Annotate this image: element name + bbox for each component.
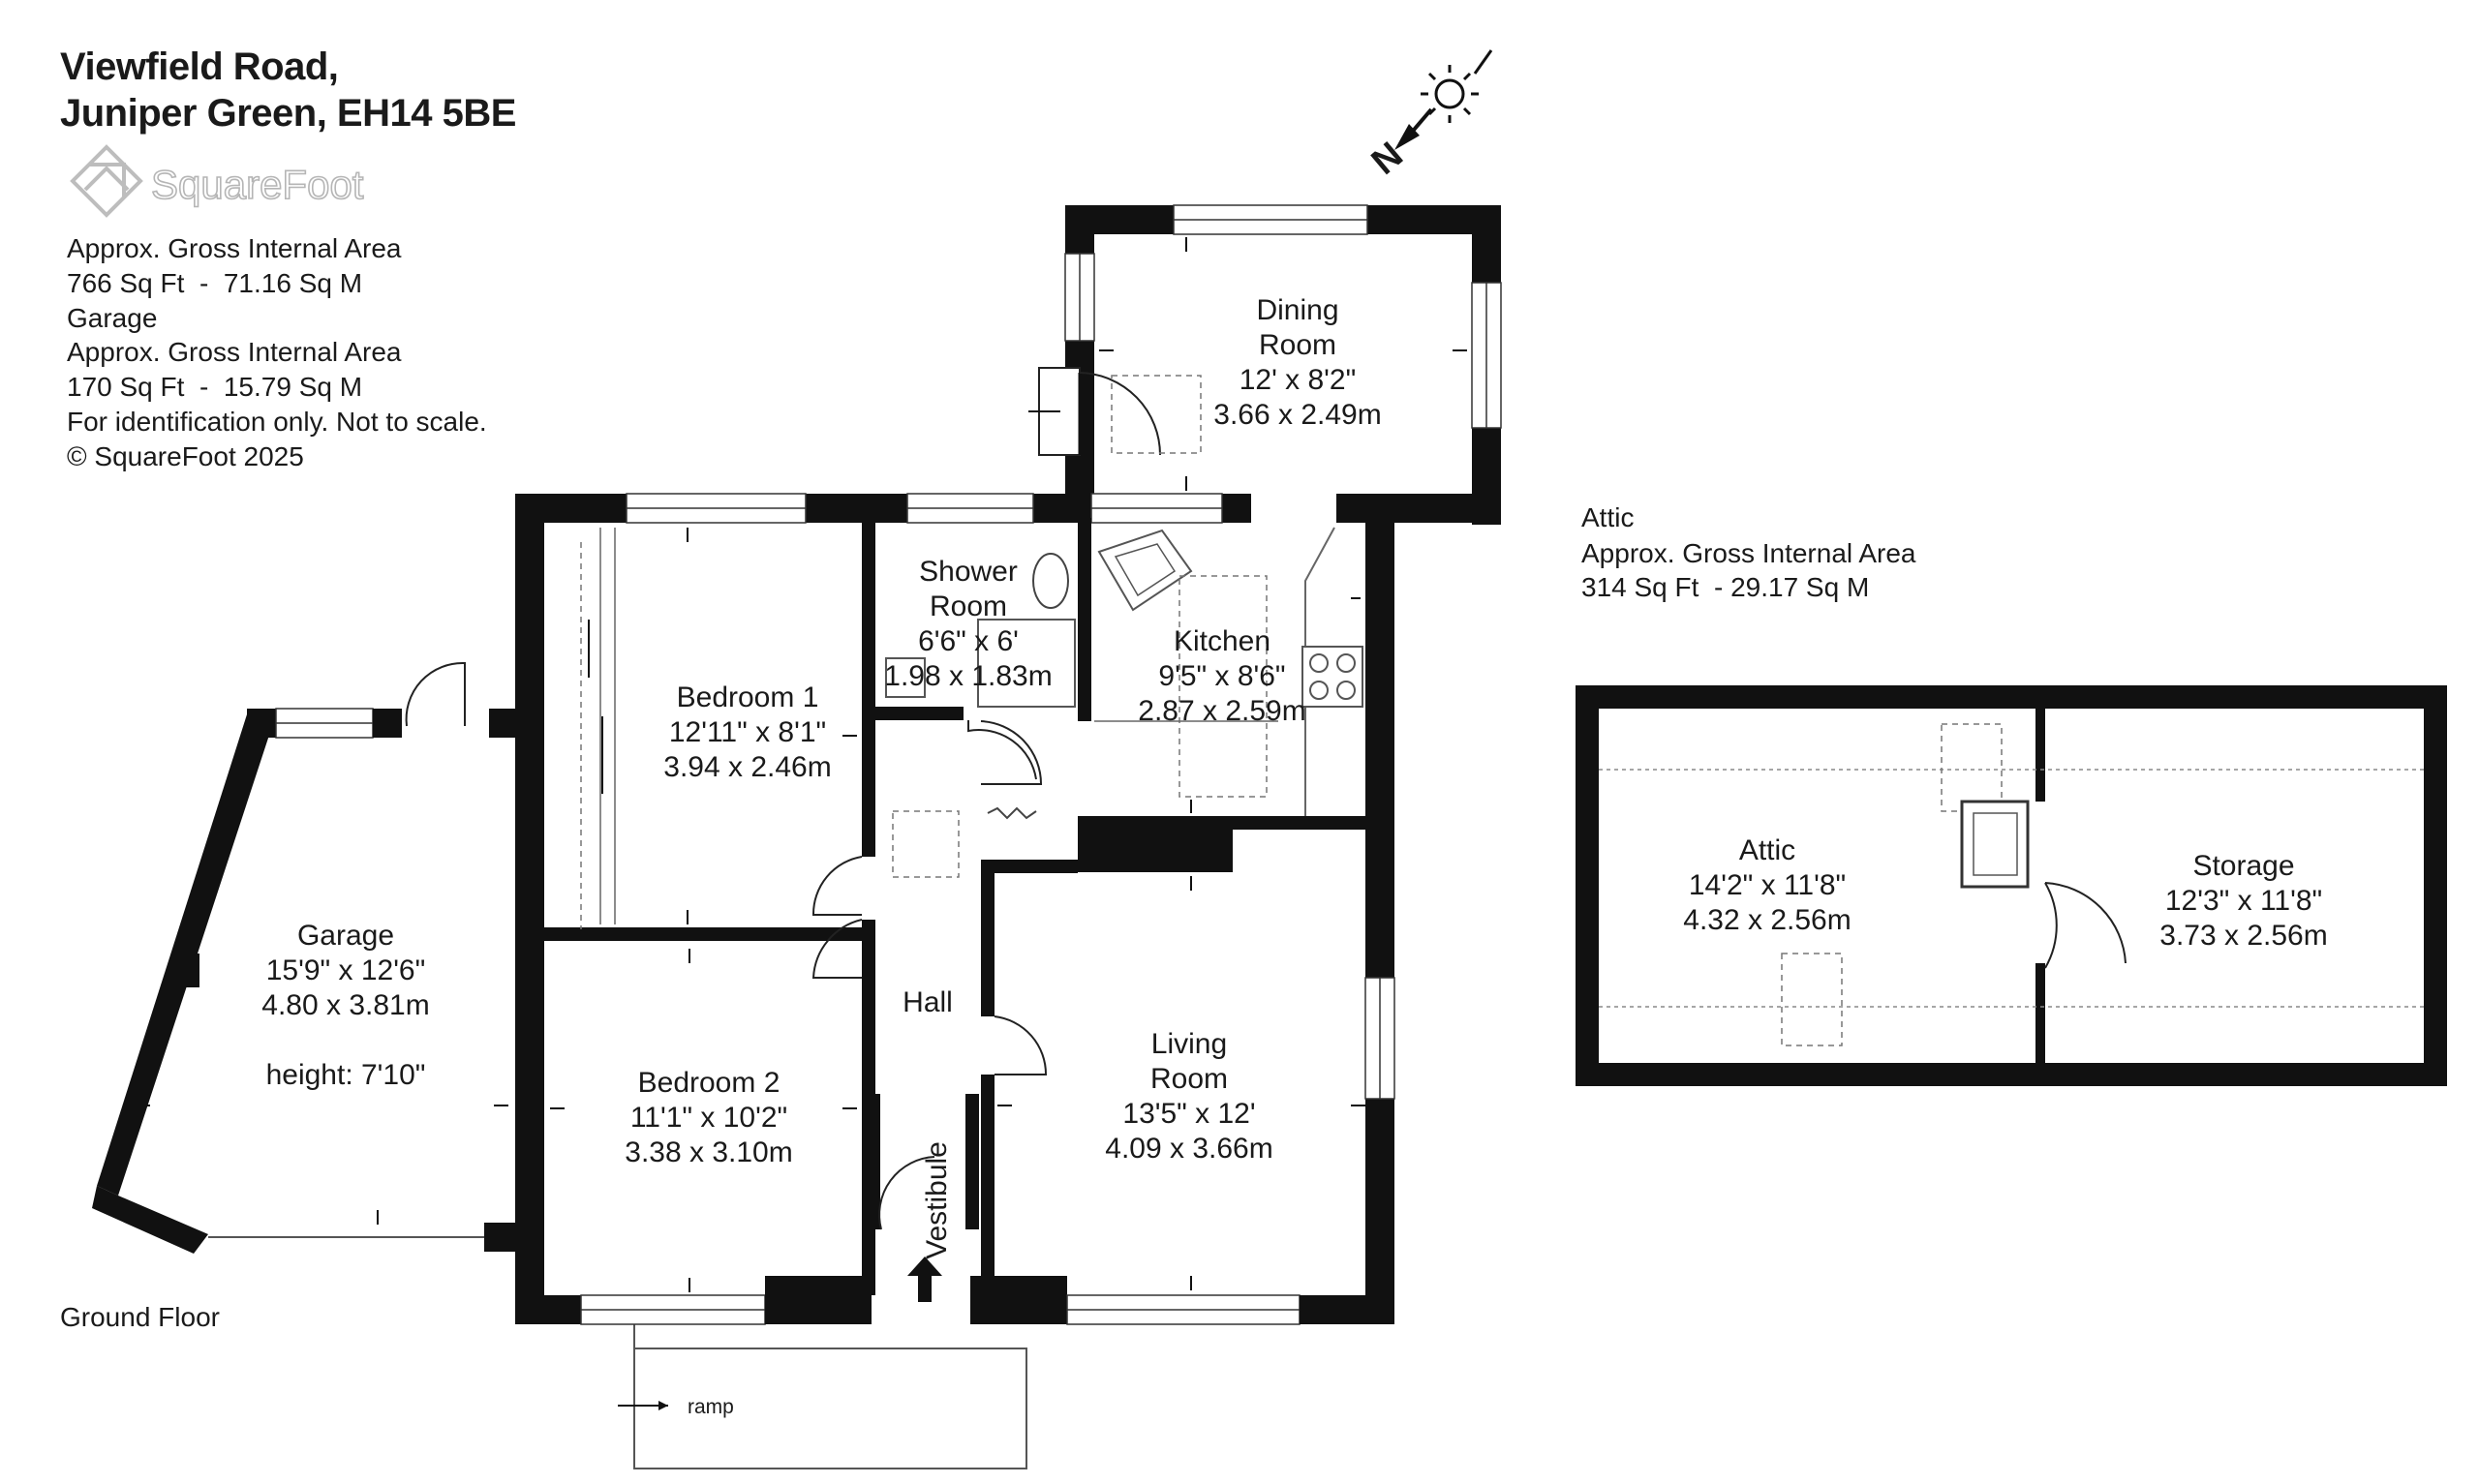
room-dimension-metric: 2.87 x 2.59m: [1138, 695, 1305, 727]
room-name: Kitchen: [1174, 625, 1270, 657]
address-line-2: Juniper Green, EH14 5BE: [60, 92, 516, 135]
room-dimension-metric: 4.80 x 3.81m: [261, 989, 429, 1021]
room-name: Dining: [1256, 294, 1338, 326]
north-arrow-icon: [1394, 107, 1433, 150]
brand-name: SquareFoot: [151, 162, 364, 207]
entrance-arrow-icon: [907, 1257, 942, 1302]
dimension-arrows: [136, 237, 1467, 1292]
room-name: Vestibule: [921, 1141, 953, 1259]
room-dimension-metric: 3.94 x 2.46m: [663, 751, 831, 783]
room-shower: Shower Room 6'6" x 6' 1.98 x 1.83m: [884, 556, 1052, 692]
room-name: Hall: [903, 986, 953, 1018]
squarefoot-logo: SquareFoot: [70, 144, 365, 218]
area-info-line: 170 Sq Ft - 15.79 Sq M: [67, 372, 362, 402]
address-block: Viewfield Road, Juniper Green, EH14 5BE: [60, 45, 516, 135]
room-name: Shower: [919, 556, 1018, 588]
room-vestibule: Vestibule: [921, 1141, 953, 1259]
attic-floor: Attic 14'2" x 11'8" 4.32 x 2.56m Storage…: [1576, 685, 2447, 1086]
shower-fixtures: [885, 553, 1076, 780]
room-hall: Hall: [903, 986, 953, 1018]
compass: N: [1364, 49, 1493, 183]
room-dimension-imperial: 6'6" x 6': [918, 625, 1019, 657]
room-dimension-imperial: 11'1" x 10'2": [630, 1102, 787, 1134]
ramp-label: ramp: [688, 1396, 734, 1418]
wardrobes: [580, 528, 616, 929]
hall-doors: [811, 720, 1048, 1230]
ground-floor: ramp: [60, 204, 1502, 1469]
room-dimension-imperial: 15'9" x 12'6": [266, 954, 426, 986]
room-bedroom-2: Bedroom 2 11'1" x 10'2" 3.38 x 3.10m: [625, 1067, 792, 1168]
room-name: Bedroom 2: [638, 1067, 780, 1099]
internal-walls: [538, 518, 1368, 1295]
room-dining: Dining Room 12' x 8'2" 3.66 x 2.49m: [1213, 294, 1381, 431]
room-dimension-imperial: 12' x 8'2": [1240, 364, 1357, 396]
squarefoot-logo-icon: [70, 144, 143, 218]
room-dimension-imperial: 12'11" x 8'1": [669, 716, 826, 748]
room-name: Living: [1151, 1028, 1227, 1060]
room-name: Attic: [1739, 834, 1795, 866]
room-height: height: 7'10": [266, 1059, 426, 1091]
area-info-line: Approx. Gross Internal Area: [67, 337, 402, 367]
room-storage: Storage 12'3" x 11'8" 3.73 x 2.56m: [2159, 850, 2327, 952]
area-info-line: For identification only. Not to scale.: [67, 407, 487, 437]
area-info-line: © SquareFoot 2025: [67, 441, 304, 471]
room-dimension-metric: 4.09 x 3.66m: [1105, 1133, 1272, 1165]
room-living: Living Room 13'5" x 12' 4.09 x 3.66m: [1105, 1028, 1272, 1165]
room-dimension-imperial: 13'5" x 12': [1122, 1098, 1255, 1130]
room-bedroom-1: Bedroom 1 12'11" x 8'1" 3.94 x 2.46m: [663, 681, 831, 783]
room-dimension-metric: 4.32 x 2.56m: [1683, 904, 1851, 936]
room-name: Room: [1150, 1063, 1228, 1095]
room-dimension-metric: 1.98 x 1.83m: [884, 660, 1052, 692]
room-dimension-imperial: 9'5" x 8'6": [1158, 660, 1285, 692]
attic-info-line: Approx. Gross Internal Area: [1581, 538, 1916, 568]
room-dimension-metric: 3.38 x 3.10m: [625, 1136, 792, 1168]
room-name: Storage: [2192, 850, 2294, 882]
attic-info-line: 314 Sq Ft - 29.17 Sq M: [1581, 572, 1869, 602]
main-walls: [515, 493, 1395, 1325]
room-dimension-metric: 3.66 x 2.49m: [1213, 399, 1381, 431]
room-attic: Attic 14'2" x 11'8" 4.32 x 2.56m: [1683, 834, 1851, 936]
attic-info-line: Attic: [1581, 502, 1634, 532]
garage-walls: [92, 661, 523, 1254]
hob-icon: [1301, 646, 1363, 708]
room-garage: Garage 15'9" x 12'6" 4.80 x 3.81m height…: [261, 920, 429, 1091]
room-dimension-imperial: 12'3" x 11'8": [2165, 885, 2322, 917]
area-info-line: Approx. Gross Internal Area: [67, 233, 402, 263]
room-name: Garage: [297, 920, 394, 952]
room-name: Room: [1259, 329, 1336, 361]
room-name: Room: [930, 591, 1007, 622]
area-info: Approx. Gross Internal Area 766 Sq Ft - …: [67, 233, 487, 471]
kitchen-fixtures: [1094, 527, 1363, 816]
floor-label: Ground Floor: [60, 1302, 220, 1332]
ramp: ramp: [618, 1315, 1027, 1469]
area-info-line: 766 Sq Ft - 71.16 Sq M: [67, 268, 362, 298]
room-name: Bedroom 1: [677, 681, 819, 713]
attic-info: Attic Approx. Gross Internal Area 314 Sq…: [1581, 502, 1916, 602]
room-dimension-metric: 3.73 x 2.56m: [2159, 920, 2327, 952]
address-line-1: Viewfield Road,: [60, 45, 338, 88]
area-info-line: Garage: [67, 303, 157, 333]
room-kitchen: Kitchen 9'5" x 8'6" 2.87 x 2.59m: [1138, 625, 1305, 727]
room-dimension-imperial: 14'2" x 11'8": [1689, 869, 1846, 901]
